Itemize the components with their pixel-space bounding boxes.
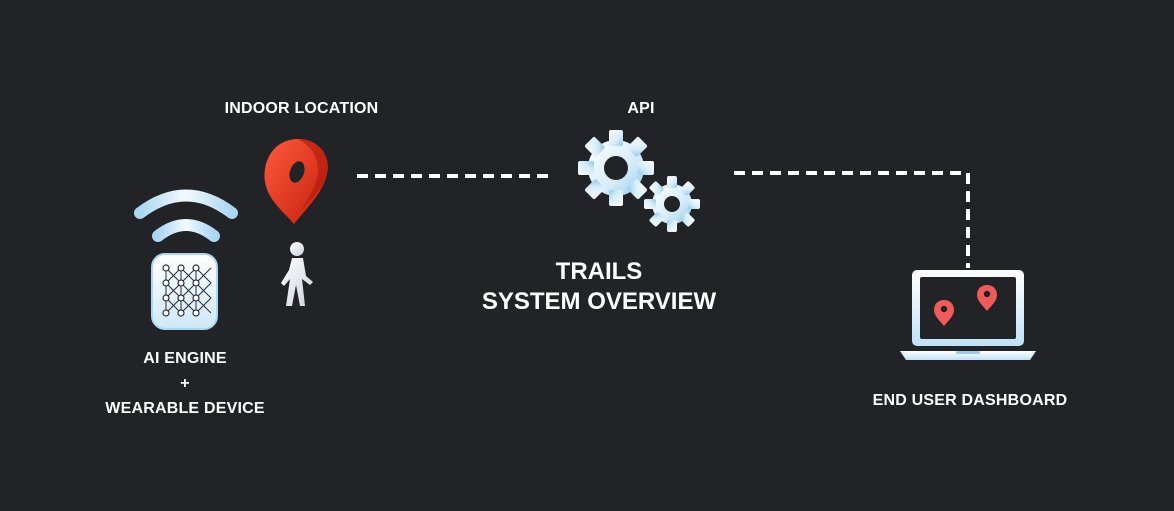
laptop-icon: [900, 270, 1036, 360]
neural-network-chip-icon: [151, 253, 218, 330]
dashboard-pin-icon: [977, 285, 997, 311]
diagram-title: TRAILS SYSTEM OVERVIEW: [468, 257, 730, 317]
api-label: API: [627, 100, 655, 117]
gears-icon: [578, 130, 700, 232]
location-pin-icon: [264, 139, 328, 224]
ai-engine-label-line-3: WEARABLE DEVICE: [105, 400, 265, 417]
connector-api-to-dashboard: [734, 171, 970, 268]
title-line-1: TRAILS: [555, 258, 643, 285]
wifi-icon: [134, 189, 238, 242]
indoor-location-label: INDOOR LOCATION: [224, 100, 379, 117]
title-line-2: SYSTEM OVERVIEW: [481, 288, 717, 315]
ai-engine-label-line-1: AI ENGINE: [143, 350, 227, 367]
dashboard-pin-icon: [934, 300, 954, 326]
ai-engine-label: AI ENGINE + WEARABLE DEVICE: [100, 346, 270, 421]
ai-engine-label-line-2: +: [180, 375, 190, 392]
end-user-dashboard-label: END USER DASHBOARD: [872, 392, 1068, 409]
walking-person-icon: [281, 242, 313, 306]
